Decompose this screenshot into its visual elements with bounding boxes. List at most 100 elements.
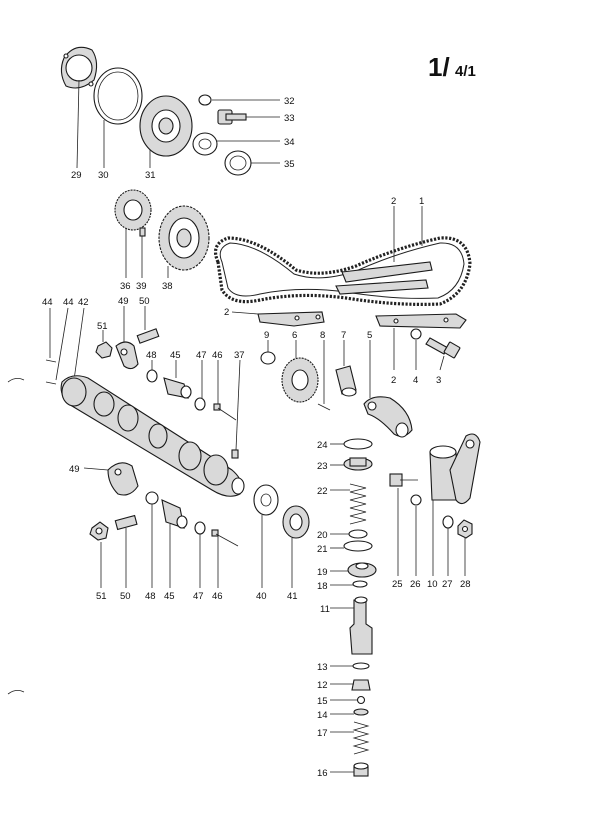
rocker-49-upper (115, 341, 139, 370)
bolt-33 (217, 109, 247, 125)
callout-34: 34 (284, 137, 295, 148)
callout-5: 5 (367, 330, 372, 341)
callout-46-upper: 46 (212, 350, 223, 361)
callout-7: 7 (341, 330, 346, 341)
callout-24: 24 (317, 440, 328, 451)
callout-45-upper: 45 (170, 350, 181, 361)
callout-29: 29 (71, 170, 82, 181)
ring-18 (352, 580, 368, 588)
callout-23: 23 (317, 461, 328, 472)
sleeve-45-upper (163, 377, 192, 399)
callout-32: 32 (284, 96, 295, 107)
nut-51-upper (95, 341, 113, 359)
camshaft-42 (60, 375, 245, 497)
pins-44 (45, 359, 57, 385)
callout-47-lower: 47 (193, 591, 204, 602)
o-ring-24 (343, 438, 373, 450)
callout-28: 28 (460, 579, 471, 590)
callout-44-b: 44 (63, 297, 74, 308)
callout-44-a: 44 (42, 297, 53, 308)
callout-18: 18 (317, 581, 328, 592)
callout-19: 19 (317, 567, 328, 578)
cover-31 (139, 95, 193, 157)
washer-47-lower (194, 521, 206, 535)
callout-33: 33 (284, 113, 295, 124)
tensioner-arm-5 (363, 396, 413, 438)
sprocket-38 (158, 205, 210, 271)
chain-guide-right-2 (375, 313, 467, 329)
shaft-7 (335, 365, 357, 397)
callout-35: 35 (284, 159, 295, 170)
callout-3: 3 (436, 375, 441, 386)
page-number-main: 1/ (428, 52, 450, 82)
nut-51-lower (89, 521, 109, 541)
spring-17 (352, 721, 370, 755)
callout-31: 31 (145, 170, 156, 181)
plunger-11 (349, 596, 373, 655)
callout-20: 20 (317, 530, 328, 541)
nut-28 (457, 519, 473, 539)
callout-30: 30 (98, 170, 109, 181)
callout-51-lower: 51 (96, 591, 107, 602)
callout-48-upper: 48 (146, 350, 157, 361)
callout-15: 15 (317, 696, 328, 707)
ring-13 (352, 662, 370, 670)
callout-22: 22 (317, 486, 328, 497)
cap-12 (351, 679, 371, 691)
callout-50-upper: 50 (139, 296, 150, 307)
washer-40 (253, 484, 279, 516)
callout-50-lower: 50 (120, 591, 131, 602)
sleeve-45-lower (161, 499, 188, 529)
piston-19 (347, 562, 377, 578)
page-number-sub: 4/1 (455, 63, 476, 80)
callout-12: 12 (317, 680, 328, 691)
page-number: 1/ 4/1 (428, 52, 476, 82)
callout-45-lower: 45 (164, 591, 175, 602)
callout-21: 21 (317, 544, 328, 555)
callout-16: 16 (317, 768, 328, 779)
callout-4: 4 (413, 375, 418, 386)
callout-46-lower: 46 (212, 591, 223, 602)
pin-37 (231, 449, 239, 459)
pin-8 (317, 403, 331, 411)
callout-17: 17 (317, 728, 328, 739)
chain-guide-left-2 (257, 311, 325, 327)
callout-11: 11 (320, 604, 330, 615)
tensioner-housing-10 (429, 433, 481, 505)
callout-37: 37 (234, 350, 245, 361)
callout-38: 38 (162, 281, 173, 292)
disc-14 (353, 708, 369, 716)
gasket-ring-30 (93, 67, 143, 125)
callout-47-upper: 47 (196, 350, 207, 361)
callout-41: 41 (287, 591, 298, 602)
key-39 (139, 227, 146, 237)
cover-plate-29 (60, 46, 98, 89)
callout-49-lower: 49 (69, 464, 80, 475)
callout-14: 14 (317, 710, 328, 721)
washer-26 (410, 494, 422, 506)
sprocket-36 (114, 189, 152, 231)
callout-51-upper: 51 (97, 321, 108, 332)
ring-20 (348, 529, 368, 539)
callout-6: 6 (292, 330, 297, 341)
callout-9: 9 (264, 330, 269, 341)
binder-mark-bottom (7, 690, 25, 695)
callout-42: 42 (78, 297, 89, 308)
callout-13: 13 (317, 662, 328, 673)
callout-39: 39 (136, 281, 147, 292)
spring-22 (349, 483, 367, 525)
bolt-46-lower (211, 529, 239, 547)
washer-32 (198, 94, 212, 106)
chain-guide-upper (335, 261, 433, 295)
bolt-46-upper (213, 403, 237, 421)
callout-2-upper: 2 (391, 196, 396, 207)
washer-34 (192, 132, 218, 156)
rocker-49-lower (107, 462, 139, 496)
callout-labels: 29 30 31 32 33 34 35 36 39 38 2 1 2 44 4… (42, 96, 471, 779)
screw-50-upper (136, 328, 160, 344)
timing-chain-1 (214, 236, 472, 306)
cap-23 (343, 457, 373, 471)
washer-27 (442, 515, 454, 529)
washer-48-upper (146, 369, 158, 383)
